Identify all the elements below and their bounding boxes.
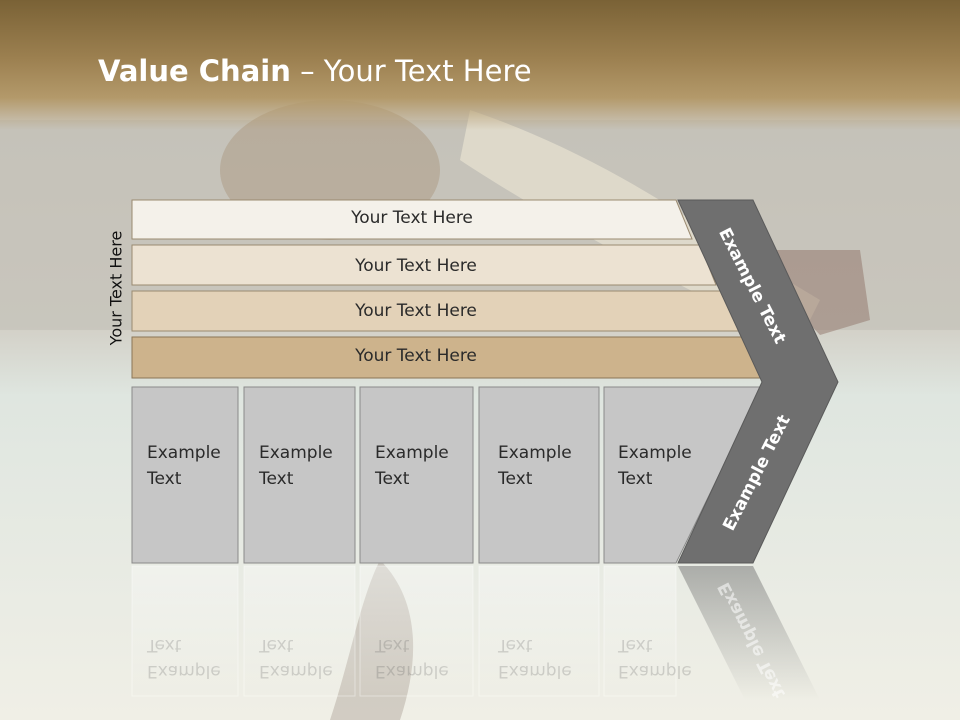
reflection-label-4-line2: Text — [498, 635, 533, 655]
reflection-label-4-line1: Example — [498, 661, 572, 681]
reflection-label-1-line2: Text — [147, 635, 182, 655]
box-label-5-line1: Example — [618, 443, 692, 463]
box-label-1-line2: Text — [147, 469, 182, 489]
reflection-label-5-line1: Example — [618, 661, 692, 681]
reflection-label-2-line2: Text — [259, 635, 294, 655]
reflection-label-5: Example Text — [618, 632, 692, 684]
reflection-label-3-line2: Text — [375, 635, 410, 655]
box-label-2-line2: Text — [259, 469, 294, 489]
reflection-label-2: Example Text — [259, 632, 333, 684]
activity-box-3[interactable] — [359, 386, 474, 564]
box-label-2-line1: Example — [259, 443, 333, 463]
reflection-box-2 — [243, 565, 356, 697]
box-label-3-line1: Example — [375, 443, 449, 463]
activity-box-1[interactable] — [131, 386, 239, 564]
reflection-label-3: Example Text — [375, 632, 449, 684]
box-label-3-line2: Text — [375, 469, 410, 489]
reflection-chevron — [678, 566, 820, 700]
reflection-label-5-line2: Text — [618, 635, 653, 655]
reflection-label-1-line1: Example — [147, 661, 221, 681]
reflection-box-5 — [603, 565, 677, 697]
box-label-5-line2: Text — [618, 469, 653, 489]
row-bar-2[interactable] — [131, 244, 717, 286]
slide-title: Value Chain – Your Text Here — [98, 54, 532, 88]
activity-box-5[interactable] — [603, 386, 763, 564]
reflection-label-4: Example Text — [498, 632, 572, 684]
reflection-label-3-line1: Example — [375, 661, 449, 681]
chevron-arrow[interactable] — [677, 199, 839, 564]
box-label-1-line1: Example — [147, 443, 221, 463]
title-bold: Value Chain — [98, 54, 291, 88]
box-label-4-line2: Text — [498, 469, 533, 489]
activity-box-4[interactable] — [478, 386, 600, 564]
row-label-4: Your Text Here — [355, 346, 477, 366]
title-rest: – Your Text Here — [290, 54, 532, 88]
title-banner — [0, 0, 960, 130]
row-label-1: Your Text Here — [351, 208, 473, 228]
row-bar-1[interactable] — [131, 199, 693, 240]
row-label-3: Your Text Here — [355, 301, 477, 321]
box-label-4-line1: Example — [498, 443, 572, 463]
reflection-box-1 — [131, 565, 239, 697]
reflection-box-4 — [478, 565, 600, 697]
reflection-label-2-line1: Example — [259, 661, 333, 681]
reflection-label-1: Example Text — [147, 632, 221, 684]
row-label-2: Your Text Here — [355, 256, 477, 276]
activity-box-2[interactable] — [243, 386, 356, 564]
reflection-box-3 — [359, 565, 474, 697]
